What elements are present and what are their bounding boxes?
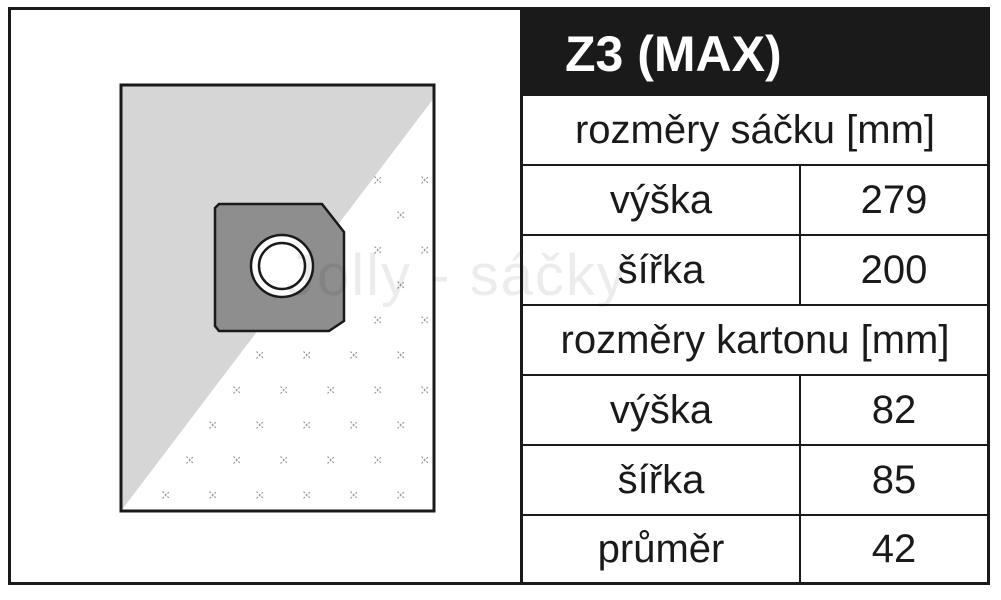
bag-section-header-text: rozměry sáčku [mm] — [574, 107, 936, 152]
table-row: šířka 200 — [523, 236, 987, 306]
table-row: průměr 42 — [523, 516, 987, 582]
carton-height-label: výška — [523, 376, 801, 444]
carton-width-value: 85 — [871, 457, 917, 502]
bag-outline — [119, 83, 436, 513]
bag-width-label: šířka — [523, 236, 801, 304]
watermark: Jolly - sáčky — [286, 243, 628, 308]
bag-height-label: výška — [523, 166, 801, 234]
bag-illustration-panel: Jolly - sáčky — [11, 10, 626, 582]
carton-width-label: šířka — [523, 446, 801, 514]
carton-diameter-label: průměr — [523, 516, 801, 582]
bag-height-value: 279 — [860, 177, 928, 222]
spec-table: Z3 (MAX) rozměry sáčku [mm] výška 279 ší… — [523, 10, 987, 582]
panel-divider — [520, 10, 523, 582]
table-row: výška 279 — [523, 166, 987, 236]
carton-section-header: rozměry kartonu [mm] — [523, 306, 987, 376]
cross-stitch-pattern-icon — [162, 176, 429, 499]
table-row: výška 82 — [523, 376, 987, 446]
collar-ring-inner — [257, 241, 307, 291]
product-card: Jolly - sáčky Z3 (MAX) rozměry sáčku [mm… — [8, 7, 990, 585]
bag-width-value: 200 — [860, 247, 928, 292]
table-row: šířka 85 — [523, 446, 987, 516]
carton-diameter-value: 42 — [871, 526, 917, 571]
carton-height-value: 82 — [871, 387, 917, 432]
carton-section-header-text: rozměry kartonu [mm] — [560, 317, 950, 362]
bag-section-header: rozměry sáčku [mm] — [523, 96, 987, 166]
title-bar: Z3 (MAX) — [523, 10, 987, 96]
product-title: Z3 (MAX) — [565, 26, 782, 82]
dust-bag-illustration-icon — [119, 83, 436, 513]
